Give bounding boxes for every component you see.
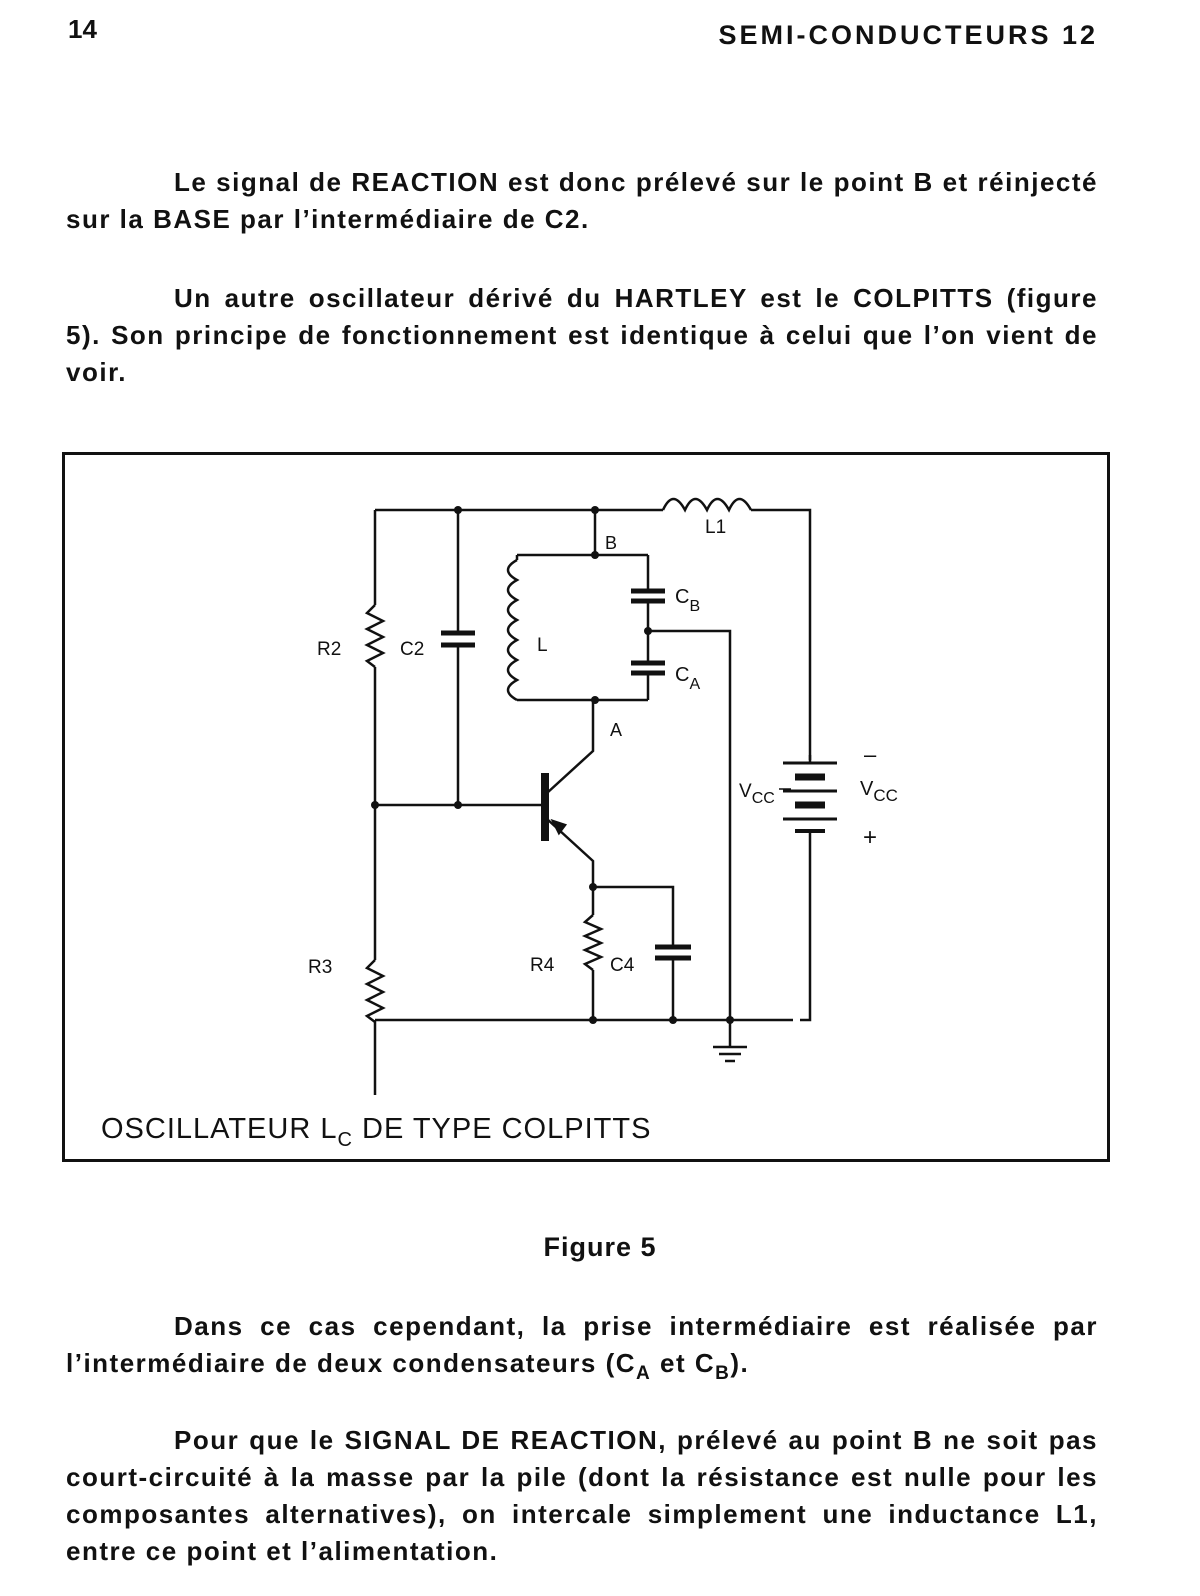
paragraph-3-text-mid: et C [651,1348,716,1378]
paragraph-3-text-after: ). [730,1348,750,1378]
label-vcc-left: VCC [739,781,775,807]
paragraph-3: Dans ce cas cependant, la prise interméd… [66,1308,1098,1392]
running-header-title: SEMI-CONDUCTEURS 12 [718,20,1098,50]
label-cb-sub: B [689,598,700,615]
figure-5-box: R2 C2 L L1 B A CB CA VCC VCC – + R3 R4 C… [62,452,1110,1162]
label-r4: R4 [530,955,555,976]
figure-label: Figure 5 [543,1232,657,1262]
label-cb: CB [675,586,700,615]
inductor-l [506,558,520,702]
label-c2: C2 [400,639,424,660]
figure-title: OSCILLATEUR LC DE TYPE COLPITTS [101,1113,651,1152]
label-vcc-right-sub: CC [873,786,898,805]
figure-title-rest: DE TYPE COLPITTS [352,1113,652,1145]
paragraph-3-text-before: Dans ce cas cependant, la prise interméd… [66,1311,1098,1378]
figure-title-main: OSCILLATEUR L [101,1113,338,1145]
wire-l1-right [751,508,812,760]
label-l: L [537,635,548,656]
page-number: 14 [68,14,97,44]
junction-dots [371,506,734,1024]
label-ca-sub: A [689,676,700,693]
label-cb-main: C [675,586,689,608]
figure-title-sub: C [337,1129,353,1151]
paragraph-1-text: Le signal de REACTION est donc prélevé s… [66,167,1098,234]
label-ca-main: C [675,664,689,686]
label-ca: CA [675,664,700,693]
paragraph-3-sub-b: B [715,1363,731,1384]
paragraph-4-text: Pour que le SIGNAL DE REACTION, prélevé … [66,1425,1098,1566]
transistor-emitter-arrow [550,818,568,836]
paragraph-4: Pour que le SIGNAL DE REACTION, prélevé … [66,1422,1098,1570]
resistor-r3 [364,959,386,1023]
inductor-l1 [661,497,753,513]
label-minus: – [864,742,877,767]
paragraph-1: Le signal de REACTION est donc prélevé s… [66,164,1098,238]
label-plus: + [863,824,877,851]
transistor-emitter [546,818,595,887]
colpitts-circuit-diagram: R2 C2 L L1 B A CB CA VCC VCC – + R3 R4 C… [308,497,898,1095]
transistor-collector [546,700,595,794]
resistor-r2 [364,604,386,668]
wire-bottom-right [800,830,812,1022]
wire-emitter-node [593,885,675,945]
label-node-a: A [610,720,622,740]
label-c4: C4 [610,955,635,976]
label-node-b: B [605,533,617,553]
label-r3: R3 [308,957,332,978]
paragraph-2: Un autre oscillateur dérivé du HARTLEY e… [66,280,1098,391]
paragraph-2-text: Un autre oscillateur dérivé du HARTLEY e… [66,283,1098,387]
label-r2: R2 [317,639,341,660]
resistor-r4 [581,914,605,971]
label-vcc-right-main: V [860,778,874,800]
label-l1: L1 [705,517,726,538]
wire-midpoint [648,629,732,1020]
label-vcc-left-sub: CC [752,790,775,807]
label-vcc-left-main: V [739,781,752,802]
paragraph-3-sub-a: A [636,1363,652,1384]
label-vcc-right: VCC [860,778,898,805]
